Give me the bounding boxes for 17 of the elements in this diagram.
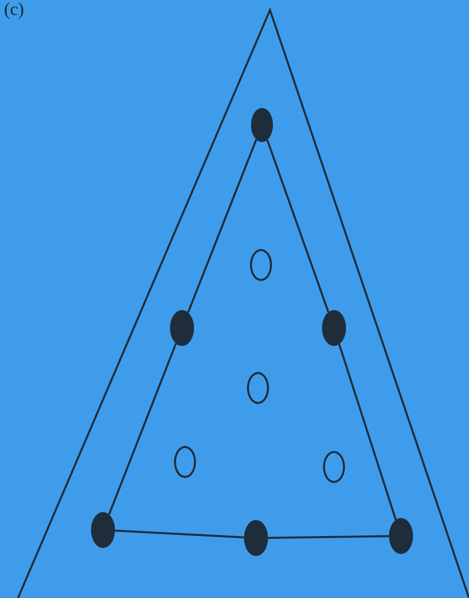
open-circle [247, 372, 269, 404]
panel-label: (c) [4, 0, 24, 18]
filled-dot [170, 310, 194, 346]
filled-dot [91, 512, 115, 548]
open-circle [174, 446, 196, 478]
triangle-side-line [187, 139, 258, 313]
triangle-side-line [266, 140, 330, 312]
triangle-side-line [268, 535, 390, 539]
open-circle [250, 249, 272, 281]
filled-dot [244, 520, 268, 556]
filled-dot [251, 108, 273, 142]
triangle-side-line [338, 344, 397, 520]
filled-dot [322, 310, 346, 346]
triangle-side-line [114, 530, 244, 538]
filled-dot [389, 518, 413, 554]
triangle-side-line [108, 343, 177, 515]
open-circle [323, 451, 345, 483]
